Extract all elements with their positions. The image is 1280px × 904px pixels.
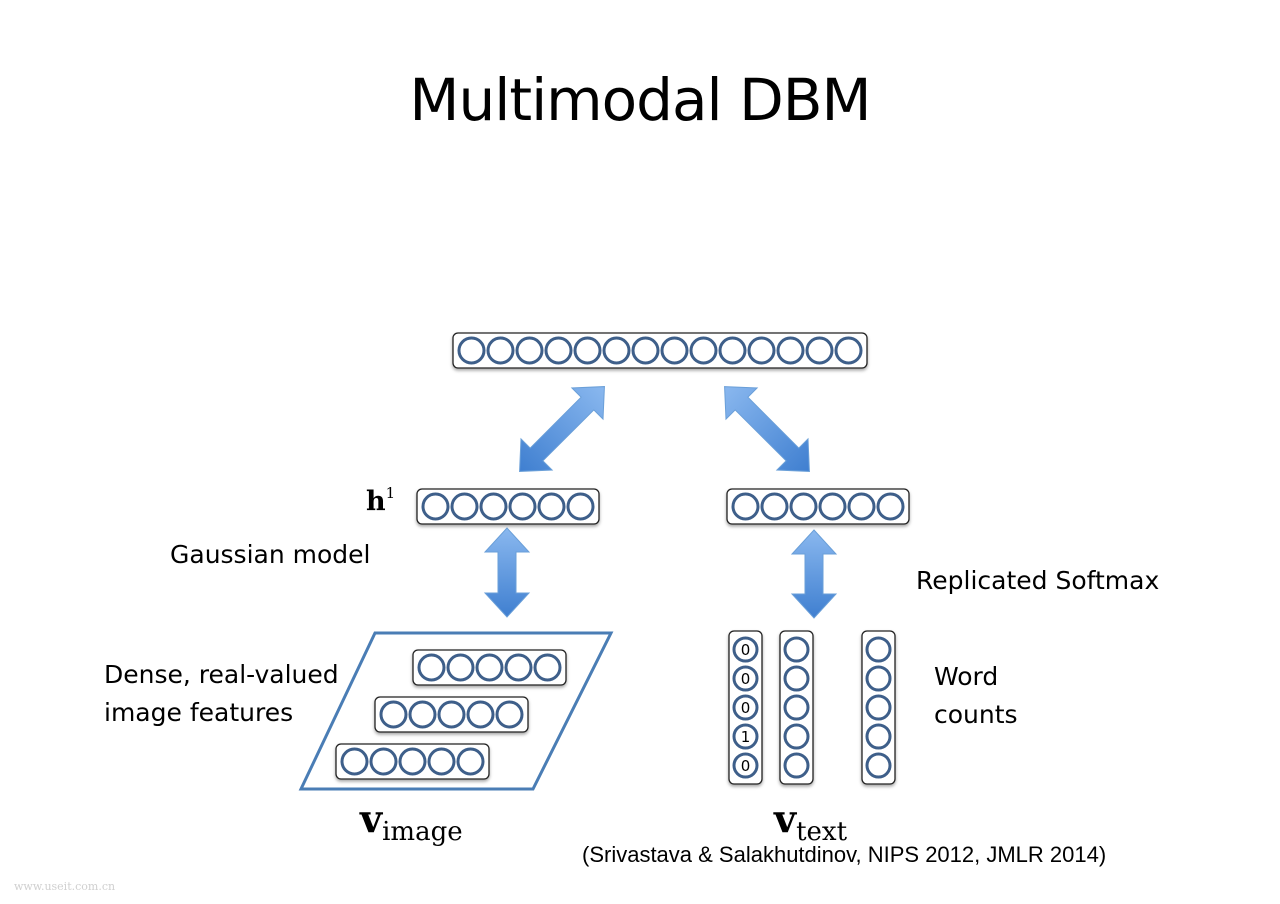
joint-hidden-layer-unit bbox=[805, 336, 834, 365]
image-feature-row-unit bbox=[466, 700, 495, 729]
joint-hidden-layer-unit bbox=[718, 336, 747, 365]
dense-features-label-line1: Dense, real-valued bbox=[104, 660, 339, 689]
word-count-column-unit-value: 0 bbox=[741, 757, 751, 775]
replicated-softmax-label: Replicated Softmax bbox=[916, 566, 1160, 595]
v-image-base: v bbox=[360, 796, 383, 841]
word-count-column-unit bbox=[783, 665, 810, 692]
joint-hidden-layer-unit bbox=[573, 336, 602, 365]
h1-label: h1 bbox=[366, 484, 395, 517]
word-count-column-unit bbox=[783, 636, 810, 663]
joint-hidden-layer-unit bbox=[544, 336, 573, 365]
joint-hidden-layer-unit bbox=[776, 336, 805, 365]
v-text-label: vtext bbox=[774, 796, 847, 847]
word-count-column-unit-value: 0 bbox=[741, 641, 751, 659]
gaussian-model-label: Gaussian model bbox=[170, 540, 371, 569]
joint-hidden-layer-unit bbox=[660, 336, 689, 365]
image-feature-row-unit bbox=[533, 653, 562, 682]
v-text-subscript: text bbox=[796, 817, 848, 847]
joint-hidden-layer-box bbox=[452, 332, 868, 369]
joint-hidden-layer-unit bbox=[515, 336, 544, 365]
dense-features-label-line2: image features bbox=[104, 698, 294, 727]
joint-hidden-layer-unit bbox=[747, 336, 776, 365]
joint-hidden-layer-unit bbox=[689, 336, 718, 365]
word-count-column-unit bbox=[865, 694, 892, 721]
image-hidden-layer-box bbox=[416, 488, 600, 525]
text-hidden-layer-unit bbox=[760, 492, 789, 521]
watermark: www.useit.com.cn bbox=[14, 880, 116, 893]
word-count-column-unit-value: 1 bbox=[741, 728, 751, 746]
image-feature-row-unit bbox=[475, 653, 504, 682]
image-feature-row-unit bbox=[495, 700, 524, 729]
citation: (Srivastava & Salakhutdinov, NIPS 2012, … bbox=[582, 842, 1107, 867]
word-count-column-unit bbox=[732, 694, 759, 721]
image-plane-parallelogram bbox=[298, 631, 614, 791]
word-count-column-unit bbox=[783, 752, 810, 779]
v-image-label: vimage bbox=[360, 796, 463, 847]
word-count-column-unit bbox=[783, 694, 810, 721]
joint-hidden-layer-unit bbox=[486, 336, 515, 365]
word-count-column-unit bbox=[732, 723, 759, 750]
joint-hidden-layer-unit bbox=[457, 336, 486, 365]
word-count-column-unit bbox=[783, 723, 810, 750]
image-feature-row-unit bbox=[340, 747, 369, 776]
h1-base: h bbox=[366, 486, 386, 517]
image-feature-row-unit bbox=[427, 747, 456, 776]
image-feature-row-unit bbox=[417, 653, 446, 682]
image-feature-row-unit bbox=[437, 700, 466, 729]
image-feature-row-unit bbox=[369, 747, 398, 776]
image-hidden-layer-unit bbox=[421, 492, 450, 521]
word-count-column-unit bbox=[865, 636, 892, 663]
word-count-column-unit-value: 0 bbox=[741, 699, 751, 717]
right-diagonal-double-arrow bbox=[724, 386, 810, 472]
image-feature-row-unit bbox=[504, 653, 533, 682]
word-count-column-unit bbox=[732, 636, 759, 663]
word-count-column-unit bbox=[865, 723, 892, 750]
slide-title: Multimodal DBM bbox=[409, 66, 871, 134]
image-hidden-layer-unit bbox=[450, 492, 479, 521]
text-hidden-layer-unit bbox=[731, 492, 760, 521]
text-hidden-layer-unit bbox=[847, 492, 876, 521]
v-image-subscript: image bbox=[382, 817, 463, 847]
joint-hidden-layer-unit bbox=[602, 336, 631, 365]
joint-hidden-layer-unit bbox=[834, 336, 863, 365]
text-hidden-layer-box bbox=[726, 488, 910, 525]
image-hidden-layer-unit bbox=[479, 492, 508, 521]
h1-superscript: 1 bbox=[385, 484, 396, 502]
image-hidden-layer-unit bbox=[566, 492, 595, 521]
text-hidden-layer-unit bbox=[876, 492, 905, 521]
text-hidden-layer-unit bbox=[789, 492, 818, 521]
image-feature-row-unit bbox=[456, 747, 485, 776]
word-count-column-unit bbox=[865, 665, 892, 692]
image-vertical-double-arrow bbox=[483, 527, 531, 618]
word-count-column-unit-value: 0 bbox=[741, 670, 751, 688]
image-hidden-layer-unit bbox=[508, 492, 537, 521]
image-hidden-layer-unit bbox=[537, 492, 566, 521]
image-feature-row-unit bbox=[408, 700, 437, 729]
text-hidden-layer-unit bbox=[818, 492, 847, 521]
v-text-base: v bbox=[774, 796, 797, 841]
joint-hidden-layer-unit bbox=[631, 336, 660, 365]
word-count-column-unit bbox=[732, 665, 759, 692]
word-counts-label-line2: counts bbox=[934, 700, 1018, 729]
word-count-column-unit bbox=[732, 752, 759, 779]
word-counts-label-line1: Word bbox=[934, 662, 999, 691]
image-feature-row-unit bbox=[379, 700, 408, 729]
left-diagonal-double-arrow bbox=[519, 386, 605, 472]
image-feature-row-unit bbox=[398, 747, 427, 776]
text-vertical-double-arrow bbox=[790, 529, 838, 619]
word-count-column-unit bbox=[865, 752, 892, 779]
image-feature-row-unit bbox=[446, 653, 475, 682]
